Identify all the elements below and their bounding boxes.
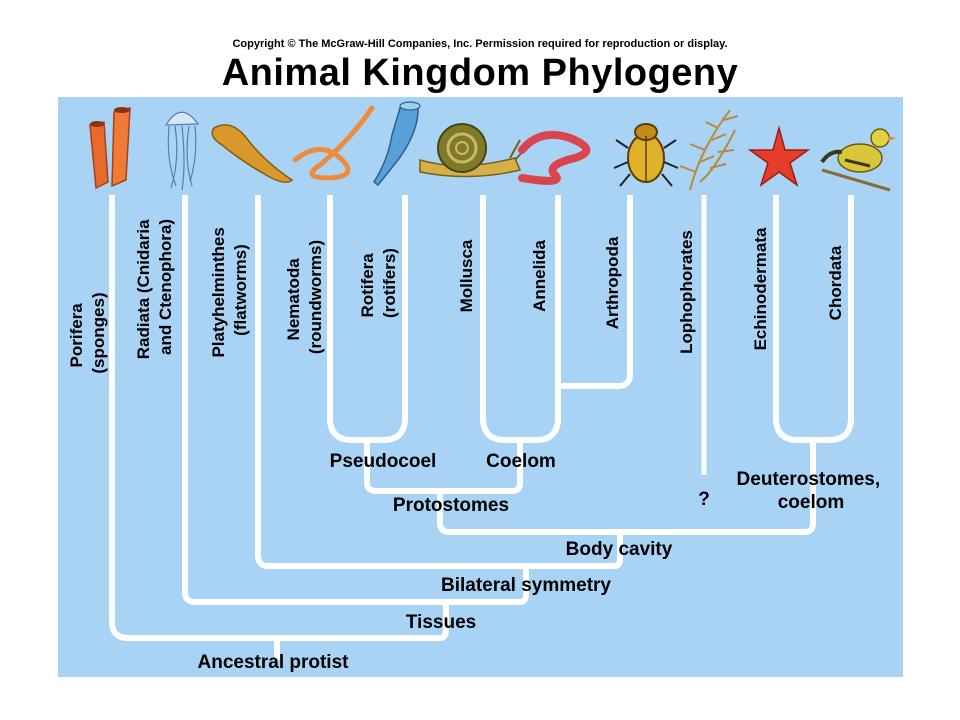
branch-bodycavity-stem xyxy=(526,532,623,569)
branch-body-cavity xyxy=(437,440,816,535)
taxon-label-mollusca: Mollusca xyxy=(457,239,476,312)
branch-echinodermata xyxy=(773,195,854,443)
copyright-notice: Copyright © The McGraw-Hill Companies, I… xyxy=(232,38,728,50)
node-label-coelom: Coelom xyxy=(486,451,556,472)
sea-star-icon xyxy=(747,125,811,187)
taxon-label-lophophorates: Lophophorates xyxy=(677,230,696,354)
branch-mollusca xyxy=(480,195,561,443)
branch-annelida xyxy=(555,195,633,389)
branch-platyhelminthes xyxy=(255,195,526,569)
lophophorate-icon xyxy=(679,109,739,191)
taxon-label-echinodermata: Echinodermata xyxy=(751,227,770,350)
beetle-icon xyxy=(613,123,679,187)
taxon-label-annelida: Annelida xyxy=(530,240,549,312)
flatworm-icon xyxy=(211,124,294,183)
branch-porifera xyxy=(109,195,277,641)
taxon-label-radiata: Radiata (Cnidaria and Ctenophora) xyxy=(134,215,175,360)
node-label-body-cavity: Body cavity xyxy=(566,539,673,560)
branch-tissues-stem xyxy=(277,600,449,641)
taxon-label-chordata: Chordata xyxy=(826,245,845,320)
branch-lines xyxy=(109,195,854,660)
node-label-ancestral-protist: Ancestral protist xyxy=(198,652,350,673)
node-label-protostomes: Protostomes xyxy=(393,495,509,516)
page-title: Animal Kingdom Phylogeny xyxy=(221,52,739,94)
node-label-question: ? xyxy=(698,489,710,510)
taxon-label-nematoda: Nematoda (roundworms) xyxy=(284,240,325,354)
branch-bilateral-stem xyxy=(446,566,529,605)
earthworm-icon xyxy=(518,131,591,185)
node-label-tissues: Tissues xyxy=(406,612,476,633)
node-label-pseudocoel: Pseudocoel xyxy=(330,451,437,472)
node-label-deuterostomes: Deuterostomes, coelom xyxy=(737,469,886,513)
snail-icon xyxy=(419,123,529,178)
branch-protostomes xyxy=(364,440,523,494)
roundworm-icon xyxy=(292,105,375,181)
taxon-label-rotifera: Rotifera (rotifers) xyxy=(358,248,399,318)
taxon-label-arthropoda: Arthropoda xyxy=(603,236,622,329)
taxon-label-platyhelminthes: Platyhelminthes (flatworms) xyxy=(209,222,250,357)
branch-nematoda xyxy=(327,195,408,443)
taxon-label-porifera: Porifera (sponges) xyxy=(67,292,108,373)
rotifer-icon xyxy=(372,101,421,187)
node-label-bilateral-symmetry: Bilateral symmetry xyxy=(441,575,611,596)
branch-radiata xyxy=(182,195,446,605)
bird-icon xyxy=(820,128,896,192)
sponge-icon xyxy=(89,107,131,190)
jellyfish-icon xyxy=(164,111,200,191)
